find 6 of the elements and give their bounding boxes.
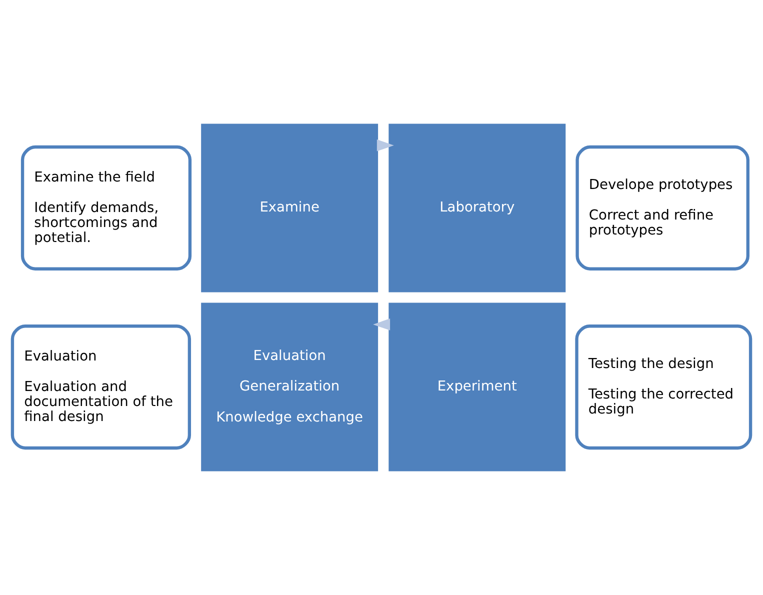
node-box: Laboratory	[388, 124, 566, 292]
node-box: Evaluation Evaluation and documentation of the final design	[10, 324, 192, 450]
node-box: Evaluation Generalization Knowledge exchange	[201, 302, 378, 472]
node-box: Examine the field Identify demands, shortcomings and potetial.	[20, 145, 192, 270]
node-box: Develope prototypes Correct and refine prototypes	[576, 145, 750, 270]
node-box: Testing the design Testing the corrected design	[575, 324, 752, 450]
